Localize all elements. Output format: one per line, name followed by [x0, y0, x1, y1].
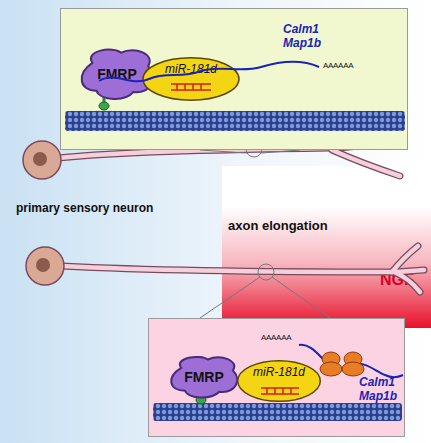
mirna-complex: miR-181d — [236, 359, 322, 403]
mirna-name: miR-181d — [165, 62, 217, 76]
protein-name: FMRP — [184, 369, 224, 385]
neuron-label: primary sensory neuron — [16, 201, 153, 215]
gene-label: Calm1 Map1b — [283, 22, 331, 51]
gene-label: AAAAAA — [323, 61, 353, 71]
mirna-name: miR-181d — [253, 365, 305, 379]
fmrp-protein: FMRP — [166, 354, 242, 400]
region-label: axon elongation — [228, 218, 328, 234]
inset-box: AAAAAA Calm1 Map1b FMRP miR-181d — [148, 318, 405, 437]
protein-name: FMRP — [97, 66, 137, 82]
mirna-complex: miR-181d — [141, 56, 241, 102]
gene-label: AAAAAA — [261, 333, 291, 343]
gene-label: Calm1 Map1b — [359, 375, 405, 404]
ngf-region: axon elongationNGF — [222, 166, 431, 328]
inset-box: Calm1 Map1bAAAAAA FMRP miR-181d — [60, 8, 408, 150]
